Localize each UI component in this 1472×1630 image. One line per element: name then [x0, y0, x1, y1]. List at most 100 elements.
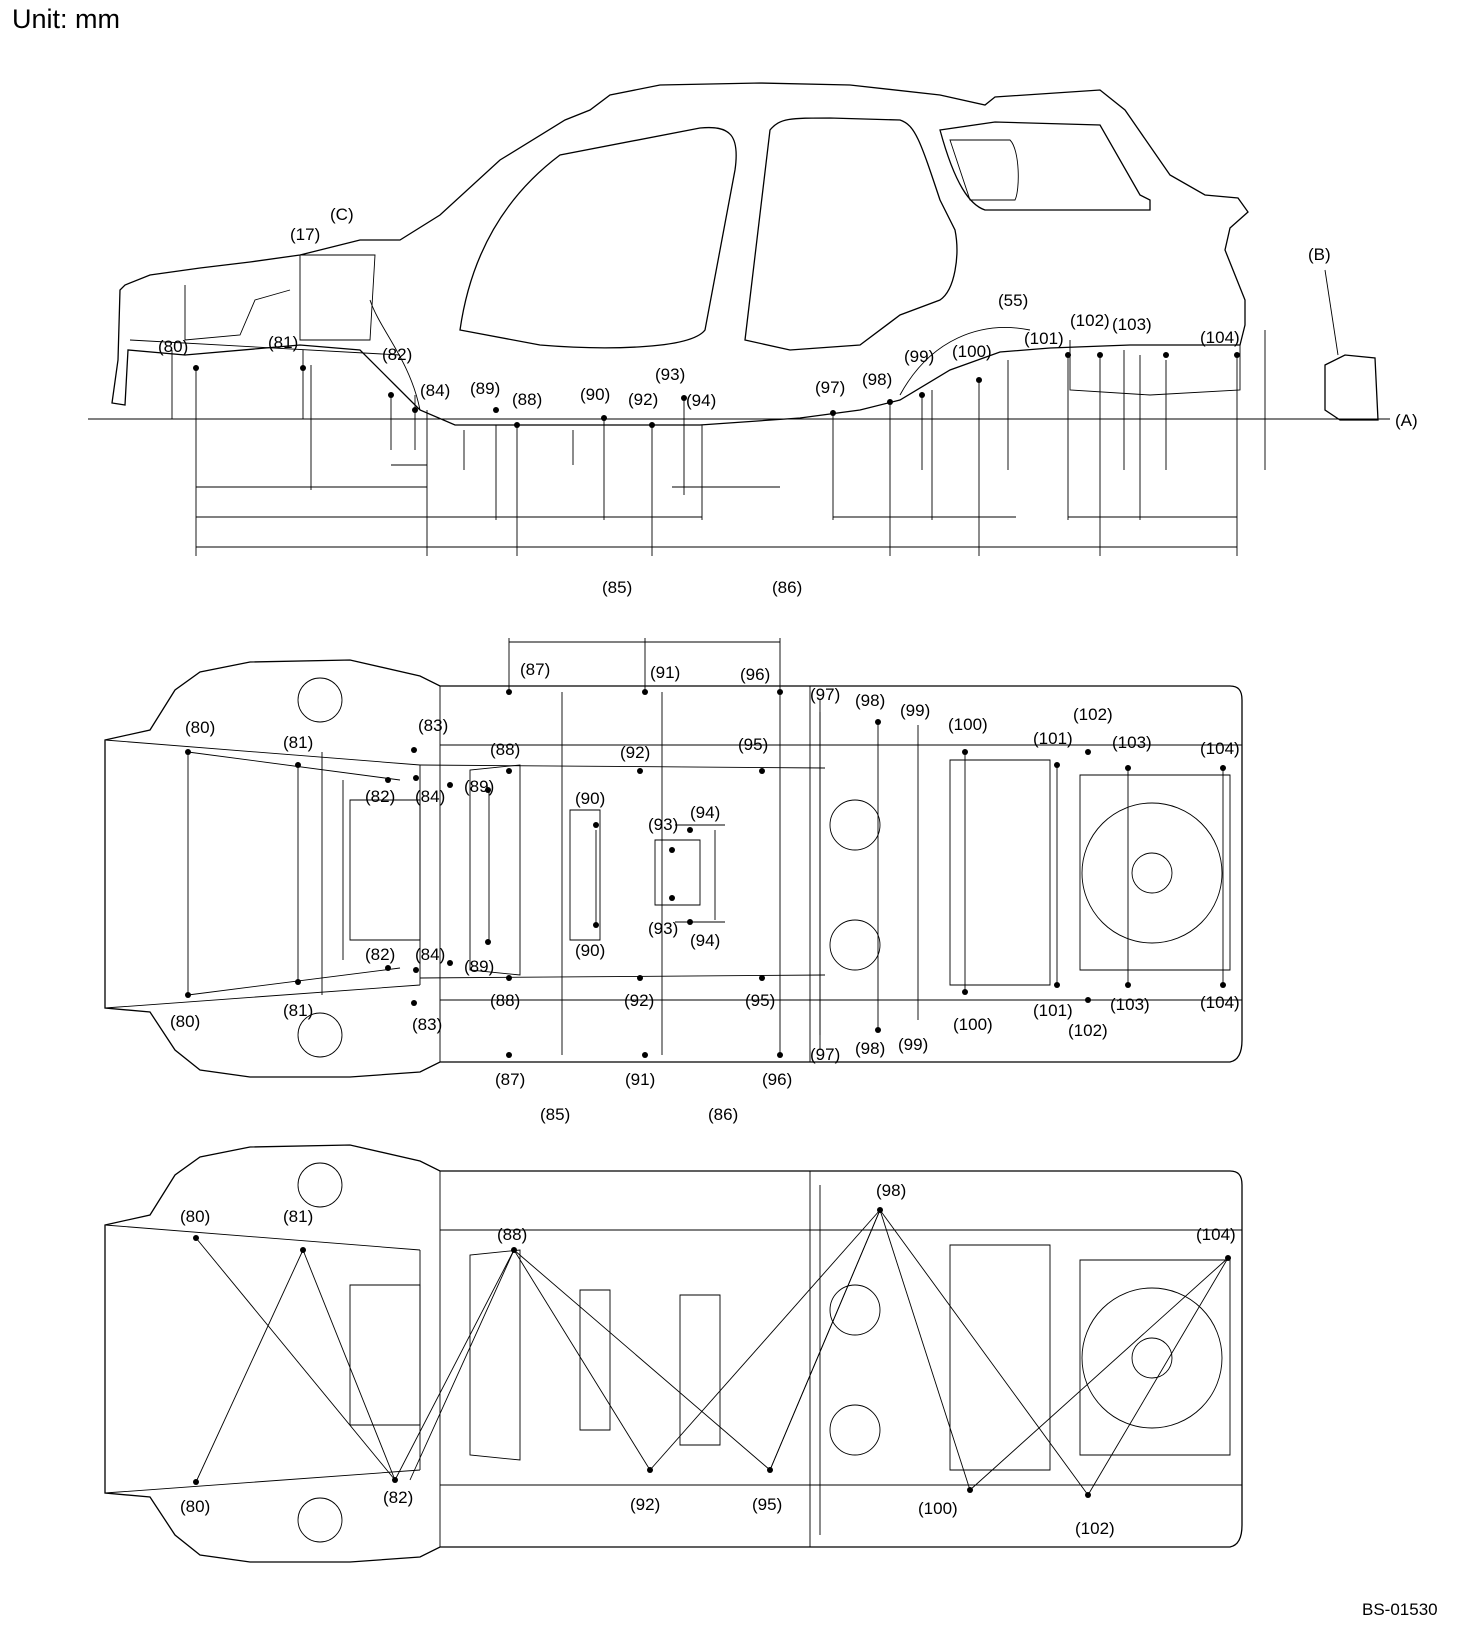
top-label: (80) [170, 1012, 200, 1031]
part-b-outline [1324, 354, 1379, 421]
side-label: (86) [772, 578, 802, 597]
side-label: (103) [1112, 315, 1152, 334]
top-label: (97) [810, 1045, 840, 1064]
bottom-label: (98) [876, 1181, 906, 1200]
top-label: (100) [948, 715, 988, 734]
bottom-label: (100) [918, 1499, 958, 1518]
bottom-label: (80) [180, 1207, 210, 1226]
side-label: (89) [470, 379, 500, 398]
top-label: (93) [648, 919, 678, 938]
top-label: (92) [624, 991, 654, 1010]
side-label: (99) [904, 347, 934, 366]
bottom-label: (88) [497, 1225, 527, 1244]
side-label: (80) [158, 337, 188, 356]
top-label: (87) [495, 1070, 525, 1089]
bottom-label: (95) [752, 1495, 782, 1514]
side-label: (100) [952, 342, 992, 361]
side-label: (85) [602, 578, 632, 597]
top-label: (99) [898, 1035, 928, 1054]
top-body-outline [104, 659, 1243, 1078]
top-label: (90) [575, 941, 605, 960]
side-label: (94) [686, 391, 716, 410]
top-label: (101) [1033, 1001, 1073, 1020]
bottom-label: (92) [630, 1495, 660, 1514]
bottom-label: (102) [1075, 1519, 1115, 1538]
top-rear-hole-left [829, 799, 881, 851]
side-front-structure [129, 254, 401, 356]
side-front-window [459, 126, 737, 349]
top-label: (83) [412, 1015, 442, 1034]
top-label: (84) [415, 787, 445, 806]
side-label: (93) [655, 365, 685, 384]
top-label: (104) [1200, 993, 1240, 1012]
bottom-spare-tire-well [1081, 1287, 1223, 1429]
top-label: (84) [415, 945, 445, 964]
top-measure-points [185, 689, 1226, 1058]
side-quarter-window [939, 121, 1151, 211]
top-label: (92) [620, 743, 650, 762]
top-label: (88) [490, 740, 520, 759]
side-label: (B) [1308, 245, 1331, 264]
unit-label: Unit: mm [12, 4, 120, 34]
top-view: (87) (91) (96) (97) (98) (99) (100) (102… [104, 638, 1243, 1124]
side-rear-floor [1069, 340, 1241, 396]
side-label: (101) [1024, 329, 1064, 348]
side-label: (84) [420, 381, 450, 400]
side-label: (90) [580, 385, 610, 404]
top-label: (104) [1200, 739, 1240, 758]
top-label: (98) [855, 1039, 885, 1058]
side-label: (98) [862, 370, 892, 389]
side-label: (92) [628, 390, 658, 409]
side-label: (A) [1395, 411, 1418, 430]
side-quarter-inner [949, 139, 1019, 201]
spare-tire-well [1081, 802, 1223, 944]
top-label: (87) [520, 660, 550, 679]
top-label: (91) [625, 1070, 655, 1089]
top-center-tunnel [349, 764, 701, 976]
top-label: (94) [690, 931, 720, 950]
side-rear-window [744, 117, 958, 351]
top-label: (90) [575, 789, 605, 808]
side-vertical-dims [171, 330, 1266, 470]
top-rear-hole-right [829, 919, 881, 971]
top-front-strut-left [297, 677, 343, 723]
top-label: (97) [810, 685, 840, 704]
top-label: (102) [1073, 705, 1113, 724]
bottom-rear-hole-left [829, 1284, 881, 1336]
bottom-rear-hole-right [829, 1404, 881, 1456]
side-label: (81) [268, 333, 298, 352]
top-dimension-lines [187, 638, 1224, 1055]
side-label: (97) [815, 378, 845, 397]
top-label: (83) [418, 716, 448, 735]
bottom-spare-tire-hub [1131, 1337, 1173, 1379]
side-front-arch [369, 299, 421, 411]
side-measure-points [193, 352, 1240, 428]
top-label: (89) [464, 777, 494, 796]
top-label: (81) [283, 733, 313, 752]
spare-tire-hub [1131, 852, 1173, 894]
top-rear-floor [949, 759, 1231, 986]
side-label: (C) [330, 205, 354, 224]
top-label: (101) [1033, 729, 1073, 748]
top-label: (82) [365, 787, 395, 806]
side-label: (82) [382, 345, 412, 364]
top-label: (99) [900, 701, 930, 720]
top-label: (94) [690, 803, 720, 822]
bottom-label: (104) [1196, 1225, 1236, 1244]
top-label: (96) [762, 1070, 792, 1089]
side-body-outline [111, 82, 1249, 426]
top-label: (96) [740, 665, 770, 684]
top-label: (82) [365, 945, 395, 964]
top-label: (102) [1068, 1021, 1108, 1040]
side-label: (88) [512, 390, 542, 409]
side-label: (55) [998, 291, 1028, 310]
side-label: (102) [1070, 311, 1110, 330]
top-label: (81) [283, 1001, 313, 1020]
top-label: (86) [708, 1105, 738, 1124]
bottom-label: (80) [180, 1497, 210, 1516]
figure-code: BS-01530 [1362, 1600, 1438, 1619]
top-label: (98) [855, 691, 885, 710]
bottom-body-outline [104, 1144, 1243, 1563]
top-label: (85) [540, 1105, 570, 1124]
